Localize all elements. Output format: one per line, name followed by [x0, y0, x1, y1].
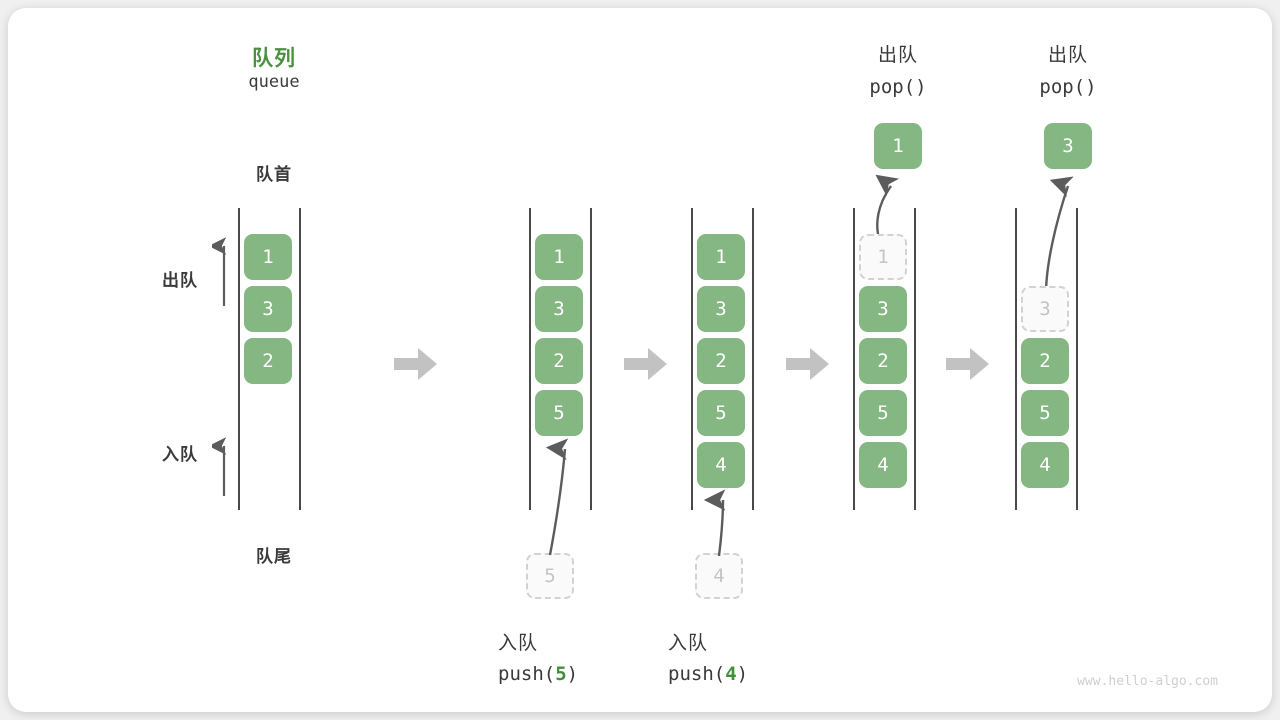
push-caption-cn: 入队	[498, 633, 539, 654]
rail-right	[1076, 208, 1078, 510]
queue-cell: 1	[535, 234, 583, 280]
queue-cell-ghost: 3	[1021, 286, 1069, 332]
rail-left	[529, 208, 531, 510]
queue-cell: 3	[697, 286, 745, 332]
push-code-prefix: push(	[498, 663, 556, 685]
dequeue-label: 出队	[162, 271, 198, 290]
dequeue-direction-arrow	[212, 237, 227, 306]
rail-left	[238, 208, 240, 510]
pop-caption-cn: 出队	[1047, 45, 1088, 66]
rear-label: 队尾	[256, 547, 292, 566]
push-code-prefix: push(	[668, 663, 726, 685]
queue-cell-ghost: 1	[859, 234, 907, 280]
diagram-card: 队列 queue 队首 队尾 出队 入队 1 3 2	[8, 8, 1272, 712]
push-caption-code: push(5)	[498, 663, 698, 685]
queue-cell: 3	[535, 286, 583, 332]
rail-left	[853, 208, 855, 510]
queue-cell: 5	[1021, 390, 1069, 436]
push-code-value: 5	[555, 663, 567, 685]
pop-caption-code: pop()	[1039, 76, 1097, 98]
pop-caption-code: pop()	[869, 76, 927, 98]
rail-right	[752, 208, 754, 510]
queue-cell: 2	[697, 338, 745, 384]
rail-right	[590, 208, 592, 510]
queue-title-cn: 队列	[252, 47, 296, 70]
queue-cell: 1	[697, 234, 745, 280]
queue-cell: 3	[244, 286, 292, 332]
push-code-suffix: )	[736, 663, 749, 685]
front-label: 队首	[256, 165, 292, 184]
rail-left	[1015, 208, 1017, 510]
queue-cell: 2	[1021, 338, 1069, 384]
push-arrow-icon	[703, 489, 726, 557]
push-caption-code: push(4)	[668, 663, 868, 685]
transition-arrow-icon	[394, 347, 438, 381]
pop-caption-cn: 出队	[877, 45, 918, 66]
queue-cell: 1	[244, 234, 292, 280]
push-code-suffix: )	[566, 663, 579, 685]
push-code-value: 4	[725, 663, 737, 685]
queue-cell: 4	[1021, 442, 1069, 488]
queue-cell: 5	[697, 390, 745, 436]
popped-cell: 1	[874, 123, 922, 169]
queue-cell: 2	[244, 338, 292, 384]
incoming-ghost-cell: 5	[526, 553, 574, 599]
pop-arrow-icon	[1044, 176, 1074, 295]
queue-cell: 5	[859, 390, 907, 436]
rail-right	[299, 208, 301, 510]
queue-cell: 2	[859, 338, 907, 384]
watermark: www.hello-algo.com	[1077, 674, 1218, 689]
queue-cell: 4	[697, 442, 745, 488]
push-caption-cn: 入队	[668, 633, 709, 654]
queue-cell: 2	[535, 338, 583, 384]
incoming-ghost-cell: 4	[695, 553, 743, 599]
queue-cell: 4	[859, 442, 907, 488]
enqueue-direction-arrow	[212, 437, 227, 496]
popped-cell: 3	[1044, 123, 1092, 169]
queue-title-en: queue	[248, 72, 300, 92]
enqueue-label: 入队	[162, 445, 198, 464]
queue-cell: 3	[859, 286, 907, 332]
transition-arrow-icon	[786, 347, 830, 381]
transition-arrow-icon	[624, 347, 668, 381]
rail-left	[691, 208, 693, 510]
rail-right	[914, 208, 916, 510]
transition-arrow-icon	[946, 347, 990, 381]
push-arrow-icon	[545, 438, 569, 556]
queue-cell: 5	[535, 390, 583, 436]
